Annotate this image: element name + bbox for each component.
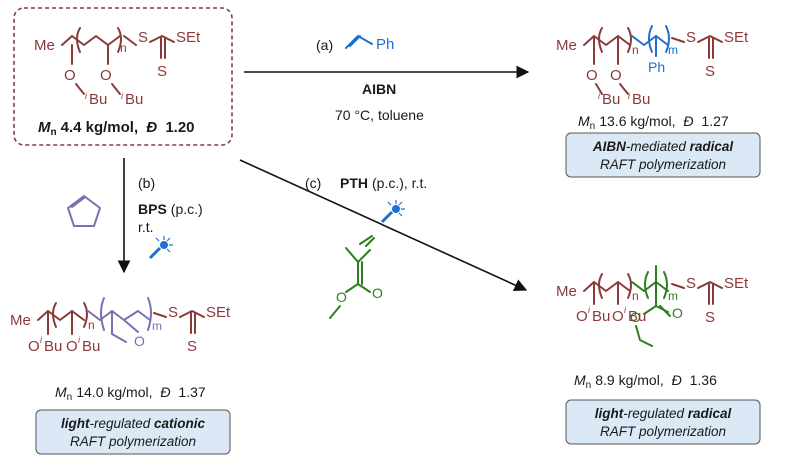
svg-text:RAFT polymerization: RAFT polymerization bbox=[600, 157, 726, 172]
svg-text:Bu: Bu bbox=[628, 308, 646, 325]
svg-text:i: i bbox=[588, 305, 591, 315]
route-a: (a) Ph AIBN 70 °C, toluene bbox=[244, 35, 530, 123]
route-a-initiator: AIBN bbox=[362, 81, 396, 97]
svg-text:O: O bbox=[28, 338, 40, 355]
product-a-label-box bbox=[565, 132, 761, 178]
svg-text:S: S bbox=[705, 309, 715, 326]
svg-text:O: O bbox=[612, 308, 624, 325]
svg-text:i: i bbox=[85, 91, 88, 101]
svg-text:O: O bbox=[134, 333, 145, 349]
svg-text:Bu: Bu bbox=[632, 91, 650, 108]
svg-text:O: O bbox=[586, 67, 598, 84]
svg-text:O: O bbox=[630, 309, 641, 325]
start-ibu2: Bu bbox=[125, 91, 143, 108]
svg-text:O: O bbox=[576, 308, 588, 325]
arrow-c bbox=[239, 159, 528, 292]
svg-text:i: i bbox=[598, 91, 601, 101]
product-c-label-box bbox=[565, 399, 761, 445]
svg-text:RAFT polymerization: RAFT polymerization bbox=[70, 434, 196, 449]
lamp-icon-c bbox=[380, 200, 405, 224]
svg-text:light-regulated radical: light-regulated radical bbox=[595, 406, 732, 421]
svg-text:O: O bbox=[66, 338, 78, 355]
svg-text:Me: Me bbox=[556, 37, 577, 54]
route-a-tag: (a) bbox=[316, 37, 333, 53]
route-b-temp: r.t. bbox=[138, 219, 154, 235]
svg-text:Me: Me bbox=[556, 283, 577, 300]
svg-text:m: m bbox=[152, 319, 162, 333]
svg-text:n: n bbox=[88, 318, 95, 332]
svg-text:SEt: SEt bbox=[724, 275, 749, 292]
svg-text:i: i bbox=[78, 335, 81, 345]
methacrylate-icon: O O bbox=[329, 235, 383, 319]
route-a-monomer: Ph bbox=[376, 36, 394, 53]
route-a-conditions: 70 °C, toluene bbox=[335, 107, 424, 123]
svg-text:PTH(p.c.), r.t.: PTH(p.c.), r.t. bbox=[340, 175, 427, 191]
svg-text:light-regulated cationic: light-regulated cationic bbox=[61, 416, 206, 431]
route-b: (b) BPS(p.c.) r.t. bbox=[67, 158, 203, 274]
svg-text:S: S bbox=[168, 304, 178, 321]
start-me: Me bbox=[34, 37, 55, 54]
svg-text:S: S bbox=[686, 29, 696, 46]
dihydrofuran-icon bbox=[67, 195, 101, 227]
svg-text:m: m bbox=[668, 43, 678, 57]
svg-text:RAFT polymerization: RAFT polymerization bbox=[600, 424, 726, 439]
route-c: (c) PTH(p.c.), r.t. O O bbox=[239, 159, 528, 319]
svg-text:S: S bbox=[705, 63, 715, 80]
svg-text:Bu: Bu bbox=[602, 91, 620, 108]
svg-text:n: n bbox=[632, 43, 639, 57]
svg-text:O: O bbox=[672, 305, 683, 321]
start-ibu1: Bu bbox=[89, 91, 107, 108]
svg-text:i: i bbox=[624, 305, 627, 315]
product-b-label-box bbox=[35, 409, 231, 455]
svg-text:SEt: SEt bbox=[206, 304, 231, 321]
svg-text:BPS(p.c.): BPS(p.c.) bbox=[138, 201, 203, 217]
svg-text:S: S bbox=[187, 338, 197, 355]
svg-text:i: i bbox=[40, 335, 43, 345]
svg-text:Ph: Ph bbox=[648, 59, 665, 75]
svg-text:m: m bbox=[668, 289, 678, 303]
start-s2: S bbox=[157, 63, 167, 80]
start-o1: O bbox=[64, 67, 76, 84]
start-o2: O bbox=[100, 67, 112, 84]
svg-text:n: n bbox=[632, 289, 639, 303]
route-b-tag: (b) bbox=[138, 175, 155, 191]
svg-text:O: O bbox=[372, 285, 383, 301]
lamp-icon-b bbox=[148, 236, 173, 260]
svg-text:Bu: Bu bbox=[592, 308, 610, 325]
route-c-tag: (c) bbox=[305, 175, 321, 191]
svg-text:AIBN-mediated radical: AIBN-mediated radical bbox=[592, 139, 734, 154]
svg-text:Bu: Bu bbox=[44, 338, 62, 355]
svg-text:O: O bbox=[336, 289, 347, 305]
svg-text:i: i bbox=[121, 91, 124, 101]
svg-text:SEt: SEt bbox=[724, 29, 749, 46]
start-dashed-box bbox=[13, 7, 233, 146]
svg-text:Bu: Bu bbox=[82, 338, 100, 355]
svg-text:S: S bbox=[686, 275, 696, 292]
svg-text:O: O bbox=[610, 67, 622, 84]
start-s1: S bbox=[138, 29, 148, 46]
svg-text:Me: Me bbox=[10, 312, 31, 329]
svg-text:i: i bbox=[628, 91, 631, 101]
start-n: n bbox=[120, 41, 127, 55]
start-set: SEt bbox=[176, 29, 201, 46]
